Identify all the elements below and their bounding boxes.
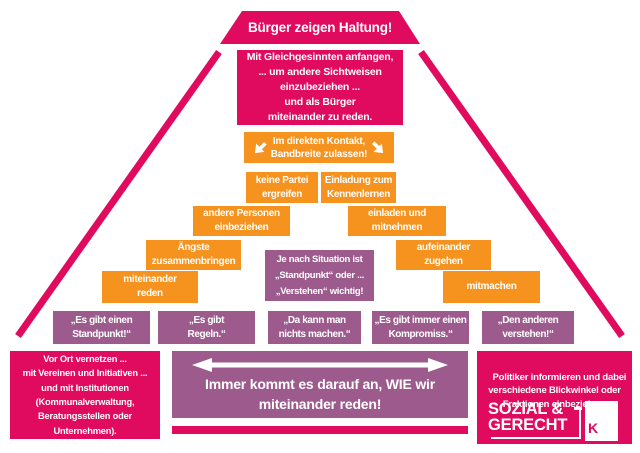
- footer-right-note: Politiker informieren und dabei verschie…: [477, 351, 632, 444]
- footer-left-note: Vor Ort vernetzen ... mit Vereinen und I…: [10, 351, 160, 439]
- quote-verstehen: „Den anderen verstehen!“: [482, 311, 574, 344]
- kab-logo: K AB: [585, 401, 618, 441]
- arrow-down-left-icon: [254, 141, 267, 153]
- quote-kompromiss: „Es gibt immer einen Kompromiss.“: [372, 311, 469, 344]
- center-note: Je nach Situation ist „Standpunkt“ oder …: [265, 250, 374, 301]
- quote-standpunkt: „Es gibt einen Standpunkt!“: [53, 311, 150, 344]
- step-keine-partei: keine Partei ergreifen: [246, 172, 318, 203]
- footer-center-banner: Immer kommt es darauf an, WIE wir mitein…: [172, 351, 468, 418]
- quote-regeln: „Es gibt Regeln.“: [158, 311, 255, 344]
- double-arrow-icon: [192, 358, 448, 372]
- step-mitmachen: mitmachen: [443, 271, 540, 303]
- step-aengste: Ängste zusammenbringen: [146, 240, 241, 270]
- sozial-gerecht-logo: SOZIAL & GERECHT: [488, 400, 568, 434]
- step-aufeinander-zugehen: aufeinander zugehen: [396, 240, 491, 270]
- pyramid-level-contact: Im direkten Kontakt, Bandbreite zulassen…: [244, 132, 394, 163]
- footer-pink-bar: [172, 426, 468, 434]
- kab-logo-k: K: [588, 420, 598, 436]
- arrow-down-right-icon: [372, 140, 384, 153]
- step-einladung: Einladung zum Kennenlernen: [321, 172, 396, 203]
- pyramid-apex-title: Bürger zeigen Haltung!: [220, 11, 420, 44]
- logo-line-2: GERECHT: [488, 416, 568, 434]
- banner-label: Immer kommt es darauf an, WIE wir mitein…: [205, 376, 435, 412]
- step-miteinander-reden: miteinander reden: [102, 271, 198, 303]
- right-note-label: Politiker informieren und dabei verschie…: [488, 371, 627, 410]
- pyramid-level-start: Mit Gleichgesinnten anfangen, ... um and…: [237, 50, 403, 125]
- logo-line-1: SOZIAL &: [488, 400, 564, 418]
- quote-nichts-machen: „Da kann man nichts machen.“: [268, 311, 361, 344]
- contact-label: Im direkten Kontakt, Bandbreite zulassen…: [270, 135, 368, 160]
- logo-bracket: [491, 407, 582, 439]
- step-andere-personen: andere Personen einbeziehen: [193, 206, 290, 236]
- step-einladen-mitnehmen: einladen und mitnehmen: [348, 206, 446, 236]
